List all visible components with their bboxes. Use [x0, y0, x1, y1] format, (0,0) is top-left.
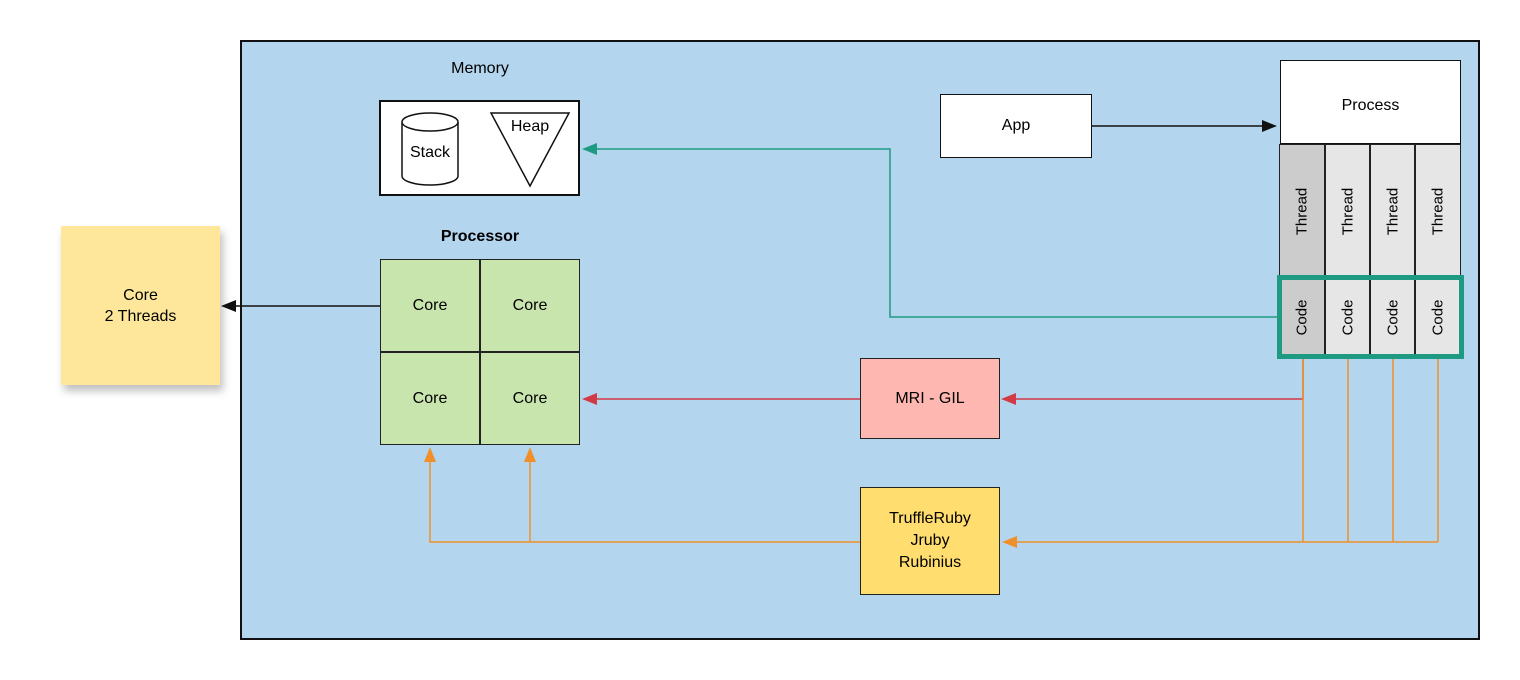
process-box — [1280, 60, 1461, 144]
processor-title: Processor — [440, 228, 520, 245]
code-2: Code — [1325, 278, 1370, 356]
code-to-memory-arrow — [582, 143, 1277, 318]
processor-to-note-arrow — [221, 300, 380, 312]
alternatives-to-processor-arrows — [424, 447, 860, 543]
core-cell-4: Core — [480, 352, 580, 445]
core-cell-3: Core — [380, 352, 480, 445]
alt-ruby-2: Jruby — [910, 532, 950, 549]
gil-to-processor-arrow — [582, 393, 860, 405]
core-cell-1: Core — [380, 259, 480, 352]
app-box: App — [940, 94, 1092, 158]
thread-1: Thread — [1279, 144, 1325, 278]
thread-3: Thread — [1370, 144, 1415, 278]
process-title: Process — [1341, 97, 1400, 114]
code-selection-frame — [1277, 275, 1464, 359]
code-to-alternatives-arrows — [1002, 359, 1439, 548]
mri-gil-box: MRI - GIL — [860, 358, 1000, 439]
heap-label: Heap — [510, 118, 550, 135]
thread-2: Thread — [1325, 144, 1370, 278]
core-cell-2: Core — [480, 259, 580, 352]
memory-title: Memory — [451, 60, 509, 77]
stack-label: Stack — [409, 144, 450, 161]
alt-ruby-3: Rubinius — [898, 554, 962, 571]
alt-ruby-1: TruffleRuby — [889, 510, 971, 527]
core-threads-note: Core 2 Threads — [61, 226, 220, 385]
heap-triangle-icon — [489, 112, 571, 188]
note-line-2: 2 Threads — [104, 307, 177, 325]
note-line-1: Core — [123, 286, 158, 304]
alternative-rubies-box: TruffleRuby Jruby Rubinius — [860, 487, 1000, 595]
code-1: Code — [1279, 278, 1325, 356]
app-to-process-arrow — [1092, 120, 1277, 132]
stack-cylinder-icon — [401, 112, 459, 186]
code-to-gil-arrow — [1001, 359, 1304, 405]
